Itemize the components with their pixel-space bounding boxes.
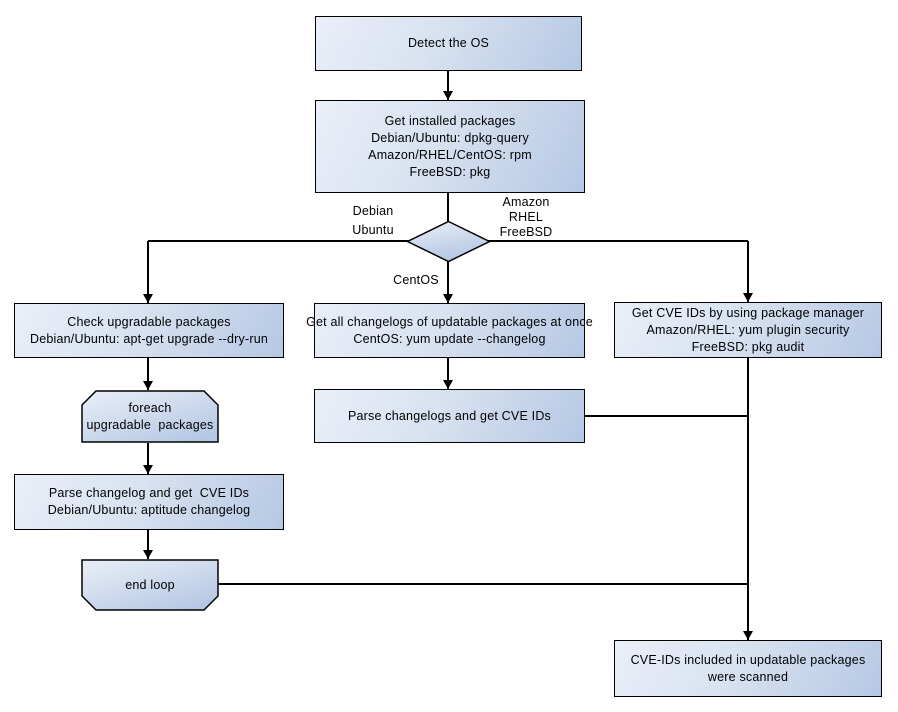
node-get-installed-packages: Get installed packages Debian/Ubuntu: dp… (315, 100, 585, 193)
arrowhead-get-cve-ids (743, 293, 753, 302)
connector-foreach-to-parse (147, 443, 149, 474)
node-cve-scanned: CVE-IDs included in updatable packages w… (614, 640, 882, 697)
arrowhead-parse-changelogs (443, 380, 453, 389)
connector-right-to-scanned (747, 358, 749, 640)
edge-label-amazon-rhel-freebsd: Amazon RHEL FreeBSD (499, 195, 553, 239)
loop-start-shape (81, 390, 219, 443)
node-parse-changelog: Parse changelog and get CVE IDs Debian/U… (14, 474, 284, 530)
edge-label-centos: CentOS (393, 273, 439, 287)
connector-parsemid-to-right (585, 415, 748, 417)
connector-endloop-to-right (218, 583, 748, 585)
node-check-upgradable-packages-label: Check upgradable packages Debian/Ubuntu:… (30, 314, 268, 346)
arrowhead-scanned (743, 631, 753, 640)
connector-decision-left (148, 240, 409, 242)
node-end-loop-label: end loop (125, 577, 175, 592)
node-parse-changelogs: Parse changelogs and get CVE IDs (314, 389, 585, 443)
node-get-installed-packages-label: Get installed packages Debian/Ubuntu: dp… (368, 113, 532, 179)
arrowhead-parse-changelog (143, 465, 153, 474)
node-parse-changelogs-label: Parse changelogs and get CVE IDs (347, 408, 552, 423)
node-os-decision (406, 220, 491, 263)
arrowhead-check-upgradable (143, 294, 153, 303)
edge-label-debian-ubuntu: Debian Ubuntu (352, 204, 394, 237)
arrowhead-foreach (143, 381, 153, 390)
node-foreach-loop-label: foreach upgradable packages (86, 400, 214, 432)
connector-decision-centos-down (447, 260, 449, 303)
arrowhead-get-all-changelogs (443, 294, 453, 303)
connector-installed-to-decision (447, 193, 449, 221)
node-parse-changelog-label: Parse changelog and get CVE IDs Debian/U… (47, 486, 251, 517)
loop-end-shape (81, 559, 219, 611)
arrowhead-end-loop (143, 550, 153, 559)
connector-detect-to-installed (447, 71, 449, 100)
connector-left-branch-down (147, 241, 149, 303)
node-detect-os: Detect the OS (315, 16, 582, 71)
node-get-cve-ids: Get CVE IDs by using package manager Ama… (614, 302, 882, 358)
connector-getall-to-parse (447, 358, 449, 389)
arrowhead-installed (443, 91, 453, 100)
decision-diamond-shape (406, 220, 491, 263)
node-cve-scanned-label: CVE-IDs included in updatable packages w… (630, 652, 866, 684)
node-foreach-loop: foreach upgradable packages (81, 390, 219, 443)
connector-decision-right (488, 240, 748, 242)
connector-right-branch-down (747, 241, 749, 302)
node-get-cve-ids-label: Get CVE IDs by using package manager Ama… (631, 305, 865, 354)
connector-check-to-foreach (147, 358, 149, 390)
node-check-upgradable-packages: Check upgradable packages Debian/Ubuntu:… (14, 303, 284, 358)
node-end-loop: end loop (81, 559, 219, 611)
node-get-all-changelogs: Get all changelogs of updatable packages… (306, 303, 593, 358)
node-get-all-changelogs-label: Get all changelogs of updatable packages… (306, 314, 593, 346)
connector-parse-to-endloop (147, 530, 149, 559)
node-detect-os-label: Detect the OS (407, 36, 490, 50)
